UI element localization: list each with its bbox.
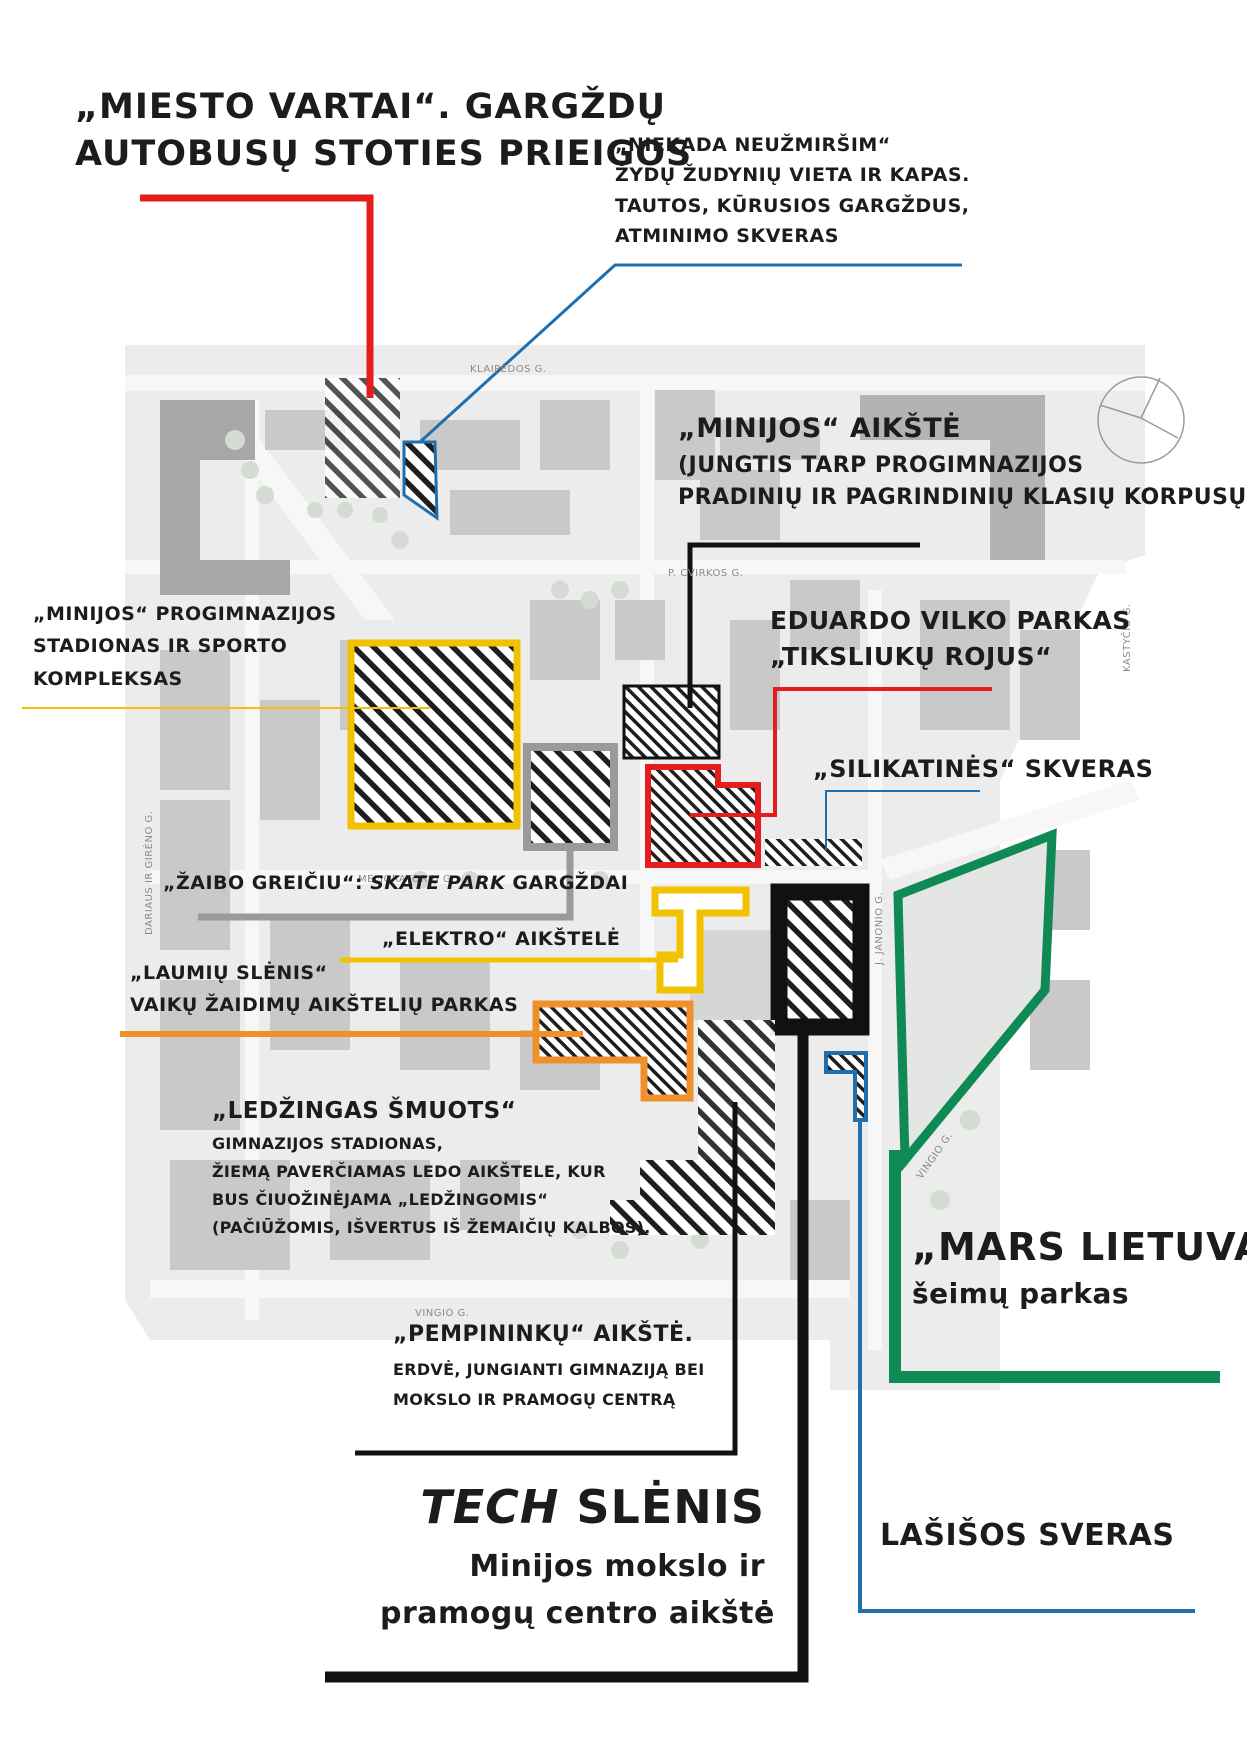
vilko-line1: EDUARDO VILKO PARKAS bbox=[770, 606, 1131, 635]
ledzingas-title: „LEDŽINGAS ŠMUOTS“ bbox=[212, 1098, 517, 1124]
zone-tech-slenis bbox=[770, 883, 870, 1036]
niekada-line4: ATMINIMO SKVERAS bbox=[615, 225, 839, 248]
ledzingas-line1: GIMNAZIJOS STADIONAS, bbox=[212, 1134, 444, 1153]
label-vilko-parkas: EDUARDO VILKO PARKAS „TIKSLIUKŲ ROJUS“ bbox=[770, 603, 1131, 676]
street-vingio-2: VINGIO G. bbox=[415, 1308, 470, 1319]
mars-title: „MARS LIETUVA“ bbox=[912, 1225, 1247, 1269]
ledzingas-line3: BUS ČIUOŽINĖJAMA „LEDŽINGOMIS“ bbox=[212, 1190, 549, 1209]
zone-niekada bbox=[402, 440, 439, 521]
niekada-line2: ŽYDŲ ŽUDYNIŲ VIETA IR KAPAS. bbox=[615, 164, 970, 187]
stadionas-line2: STADIONAS IR SPORTO bbox=[33, 635, 288, 658]
tech-line2: pramogų centro aikštė bbox=[380, 1595, 775, 1631]
mars-subtitle: šeimų parkas bbox=[912, 1277, 1130, 1310]
minijos-aikste-line1: (JUNGTIS TARP PROGIMNAZIJOS bbox=[678, 453, 1084, 478]
miesto-vartai-line2: AUTOBUSŲ STOTIES PRIEIGOS bbox=[75, 134, 693, 175]
zone-silikatines bbox=[765, 839, 862, 866]
miesto-vartai-line1: „MIESTO VARTAI“. GARGŽDŲ bbox=[75, 87, 667, 127]
vilko-line2: „TIKSLIUKŲ ROJUS“ bbox=[770, 642, 1053, 672]
tech-line1: Minijos mokslo ir bbox=[469, 1549, 765, 1584]
compass-icon bbox=[1097, 376, 1185, 464]
tech-italic: TECH bbox=[420, 1480, 560, 1534]
label-elektro: „ELEKTRO“ AIKŠTELĖ bbox=[382, 928, 621, 950]
ledzingas-line2: ŽIEMĄ PAVERČIAMAS LEDO AIKŠTELE, KUR bbox=[212, 1162, 606, 1181]
street-klaipedos: KLAIPĖDOS G. bbox=[470, 364, 547, 375]
label-silikatines: „SILIKATINĖS“ SKVERAS bbox=[813, 755, 1154, 783]
label-mars: „MARS LIETUVA“ šeimų parkas bbox=[912, 1225, 1247, 1310]
label-lasisos: LAŠIŠOS SVERAS bbox=[880, 1518, 1175, 1553]
laumiu-line1: „LAUMIŲ SLĖNIS“ bbox=[130, 962, 328, 984]
zone-skate-park bbox=[523, 743, 618, 851]
leader-lines bbox=[22, 194, 1220, 1683]
street-p-cvirkos: P. CVIRKOS G. bbox=[668, 568, 744, 579]
zone-stadionas bbox=[347, 639, 521, 830]
label-miesto-vartai: „MIESTO VARTAI“. GARGŽDŲ AUTOBUSŲ STOTIE… bbox=[75, 84, 692, 179]
leader-minijos bbox=[687, 542, 920, 708]
label-laumiu: „LAUMIŲ SLĖNIS“ VAIKŲ ŽAIDIMŲ AIKŠTELIŲ … bbox=[130, 957, 518, 1022]
zaibo-prefix: „ŽAIBO GREIČIU“: bbox=[163, 872, 371, 894]
tech-rest: SLĖNIS bbox=[559, 1480, 765, 1534]
stadionas-line3: KOMPLEKSAS bbox=[33, 667, 183, 690]
minijos-aikste-line2: PRADINIŲ IR PAGRINDINIŲ KLASIŲ KORPUSŲ) bbox=[678, 484, 1247, 510]
leader-tech bbox=[325, 1025, 809, 1683]
leader-pempininku bbox=[355, 1102, 738, 1456]
pempininku-line2: MOKSLO IR PRAMOGŲ CENTRĄ bbox=[393, 1389, 676, 1409]
street-darius-girenas: DARIAUS IR GIRĖNO G. bbox=[144, 810, 155, 935]
leader-silikatines bbox=[825, 790, 980, 850]
zone-minijos-aikste bbox=[622, 684, 721, 760]
leader-vilko bbox=[690, 687, 992, 817]
label-niekada: „NIEKADA NEUŽMIRŠIM“ ŽYDŲ ŽUDYNIŲ VIETA … bbox=[615, 130, 970, 252]
label-pempininku: „PEMPININKŲ“ AIKŠTĖ. ERDVĖ, JUNGIANTI GI… bbox=[393, 1322, 704, 1414]
tech-title: TECH SLĖNIS bbox=[380, 1480, 765, 1534]
zone-mars bbox=[893, 828, 1057, 1173]
leader-zaibo bbox=[198, 845, 574, 921]
label-ledzingas: „LEDŽINGAS ŠMUOTS“ GIMNAZIJOS STADIONAS,… bbox=[212, 1098, 651, 1242]
zone-elektro bbox=[651, 886, 750, 994]
leader-miesto-vartai bbox=[140, 194, 374, 398]
label-zaibo: „ŽAIBO GREIČIU“: SKATE PARK GARGŽDAI bbox=[163, 872, 628, 894]
zaibo-suffix: GARGŽDAI bbox=[505, 872, 629, 894]
street-j-janonio: J. JANONIO G. bbox=[874, 891, 885, 965]
leader-lasisos bbox=[858, 1120, 1195, 1613]
zaibo-italic: SKATE PARK bbox=[370, 872, 506, 894]
label-stadionas: „MINIJOS“ PROGIMNAZIJOS STADIONAS IR SPO… bbox=[33, 598, 337, 695]
zone-lasisos bbox=[824, 1051, 868, 1122]
zone-ledzingas bbox=[698, 1020, 775, 1160]
niekada-line1: „NIEKADA NEUŽMIRŠIM“ bbox=[615, 134, 891, 156]
pempininku-line1: ERDVĖ, JUNGIANTI GIMNAZIJĄ BEI bbox=[393, 1360, 705, 1379]
laumiu-line2: VAIKŲ ŽAIDIMŲ AIKŠTELIŲ PARKAS bbox=[130, 994, 519, 1017]
niekada-line3: TAUTOS, KŪRUSIOS GARGŽDUS, bbox=[615, 194, 970, 217]
zone-miesto-vartai bbox=[325, 378, 400, 498]
stadionas-line1: „MINIJOS“ PROGIMNAZIJOS bbox=[33, 603, 337, 625]
label-tech-slenis: TECH SLĖNIS Minijos mokslo ir pramogų ce… bbox=[380, 1480, 775, 1637]
pempininku-title: „PEMPININKŲ“ AIKŠTĖ. bbox=[393, 1322, 694, 1347]
label-minijos-aikste: „MINIJOS“ AIKŠTĖ (JUNGTIS TARP PROGIMNAZ… bbox=[678, 413, 1247, 514]
mars-park-area bbox=[898, 835, 1052, 1160]
minijos-aikste-title: „MINIJOS“ AIKŠTĖ bbox=[678, 413, 962, 444]
ledzingas-line4: (PAČIŪŽOMIS, IŠVERTUS IŠ ŽEMAIČIŲ KALBOS… bbox=[212, 1218, 651, 1237]
leader-mars bbox=[889, 1150, 1220, 1383]
leader-niekada bbox=[418, 263, 962, 444]
street-meliorator: MELIORATORIŲ G. bbox=[358, 874, 455, 885]
zone-laumiu bbox=[532, 1000, 694, 1102]
